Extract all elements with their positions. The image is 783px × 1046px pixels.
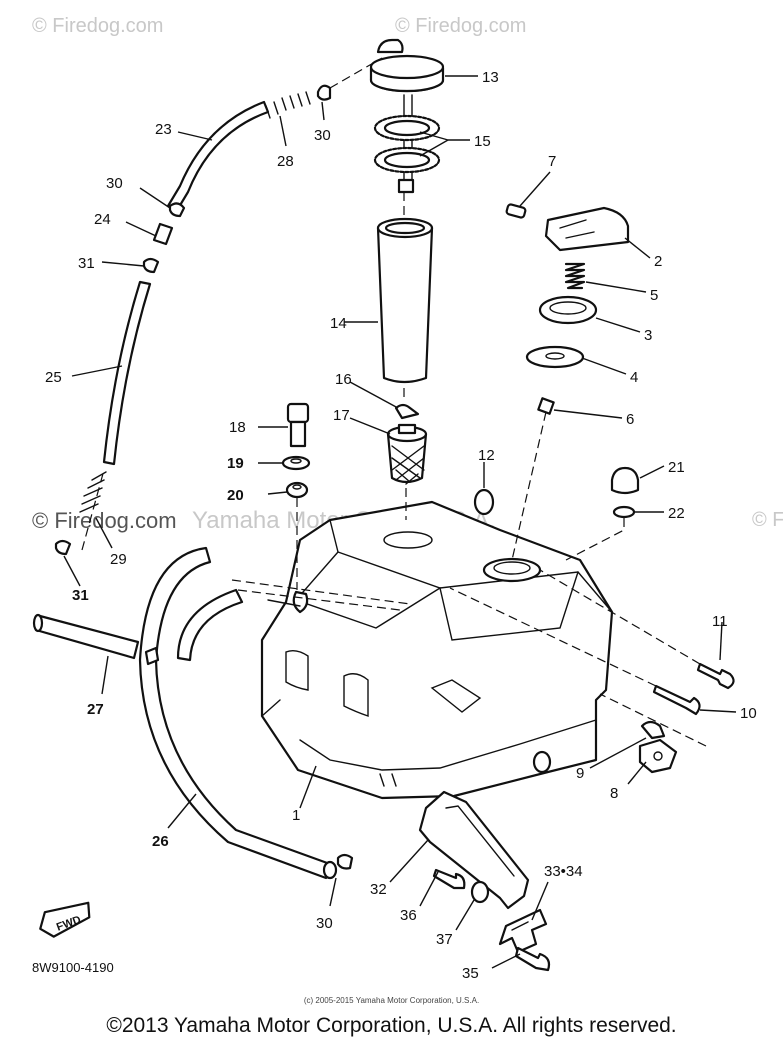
copyright-notice: ©2013 Yamaha Motor Corporation, U.S.A. A… [106, 1014, 677, 1037]
callout-10: 10 [740, 705, 757, 722]
callout-23: 23 [155, 121, 172, 138]
callout-4: 4 [630, 369, 638, 386]
callout-30-upper-hose: 30 [106, 175, 123, 192]
part-17-fuel-strainer [386, 423, 428, 485]
part-31-clamp-lower [54, 539, 72, 556]
part-36-bolt [432, 868, 466, 890]
part-18-bolt [286, 402, 310, 448]
callout-3: 3 [644, 327, 652, 344]
watermark-top-right: © Firedog.com [395, 15, 526, 37]
part-19-washer [281, 455, 311, 471]
part-26-hose [138, 546, 338, 880]
callout-16: 16 [335, 371, 352, 388]
part-20-grommet [285, 481, 309, 499]
callout-21: 21 [668, 459, 685, 476]
hose-clip-small [144, 646, 160, 666]
callout-labels: 13 15 14 16 17 18 19 20 12 7 2 5 3 4 6 2… [45, 69, 757, 982]
callout-12: 12 [478, 447, 495, 464]
part-23-hose [166, 100, 270, 214]
part-33-34-clip [498, 908, 548, 954]
callout-9: 9 [576, 765, 584, 782]
part-6-nut [537, 397, 555, 415]
callout-11: 11 [712, 613, 728, 630]
callout-24: 24 [94, 211, 111, 228]
callout-2: 2 [654, 253, 662, 270]
part-9-clip [640, 720, 666, 740]
callout-20: 20 [227, 487, 244, 504]
callout-1: 1 [292, 807, 300, 824]
part-27-hose [32, 613, 140, 660]
part-15-washers [373, 114, 441, 174]
overflow-hose-loop [176, 588, 244, 662]
part-24-joint [152, 222, 174, 246]
callout-28: 28 [277, 153, 294, 170]
part-29-spring [79, 471, 107, 513]
drawing-number: 8W9100-4190 [32, 960, 114, 975]
part-28-spring [265, 91, 311, 119]
part-14-fuel-pipe [376, 217, 434, 384]
callout-15: 15 [474, 133, 491, 150]
callout-32: 32 [370, 881, 387, 898]
callout-27: 27 [87, 701, 104, 718]
callout-29: 29 [110, 551, 127, 568]
part-1-fuel-tank [260, 500, 614, 800]
callout-37: 37 [436, 931, 453, 948]
part-11-bolt [696, 662, 735, 690]
part-30-clamp-top [316, 84, 332, 101]
part-10-bolt [652, 684, 701, 716]
part-3-seal [538, 295, 598, 325]
part-32-tank-bracket [418, 790, 530, 910]
part-5-spring [564, 262, 586, 290]
part-13-fuel-cock-cap [369, 38, 445, 194]
callout-19: 19 [227, 455, 244, 472]
part-21-cap [610, 466, 640, 495]
part-35-bolt [514, 946, 551, 972]
watermark-right-edge: © Fir [752, 509, 783, 531]
part-25-hose [102, 280, 152, 466]
part-30-clamp-upper-hose [168, 202, 186, 218]
callout-5: 5 [650, 287, 658, 304]
callout-30-top: 30 [314, 127, 331, 144]
part-8-bracket [638, 738, 678, 774]
part-30-clamp-lower [336, 853, 354, 870]
callout-35: 35 [462, 965, 479, 982]
small-copyright: (c) 2005-2015 Yamaha Motor Corporation, … [303, 996, 480, 1005]
fwd-arrow-icon: FWD [39, 901, 91, 938]
callout-14: 14 [330, 315, 347, 332]
callout-36: 36 [400, 907, 417, 924]
watermark-mid-left: © Firedog.com [32, 508, 177, 533]
callout-18: 18 [229, 419, 246, 436]
callout-22: 22 [668, 505, 685, 522]
callout-30-lower: 30 [316, 915, 333, 932]
part-22-washer [612, 505, 636, 519]
callout-31-lower: 31 [72, 587, 89, 604]
callout-31-upper: 31 [78, 255, 95, 272]
part-12-damper [473, 488, 495, 516]
part-7-pin [505, 203, 527, 219]
part-2-cap [544, 206, 630, 252]
assembly-lines [81, 57, 707, 747]
part-31-clamp-upper [142, 257, 160, 274]
part-4-plate [525, 345, 585, 369]
callout-6: 6 [626, 411, 634, 428]
callout-33-34: 33•34 [544, 863, 583, 880]
part-16-clip [394, 403, 420, 420]
callout-13: 13 [482, 69, 499, 86]
callout-7: 7 [548, 153, 556, 170]
callout-8: 8 [610, 785, 618, 802]
callout-25: 25 [45, 369, 62, 386]
leader-lines [63, 75, 737, 969]
callout-26: 26 [152, 833, 169, 850]
watermark-top-left: © Firedog.com [32, 15, 163, 37]
callout-17: 17 [333, 407, 350, 424]
part-37-washer [470, 880, 490, 904]
